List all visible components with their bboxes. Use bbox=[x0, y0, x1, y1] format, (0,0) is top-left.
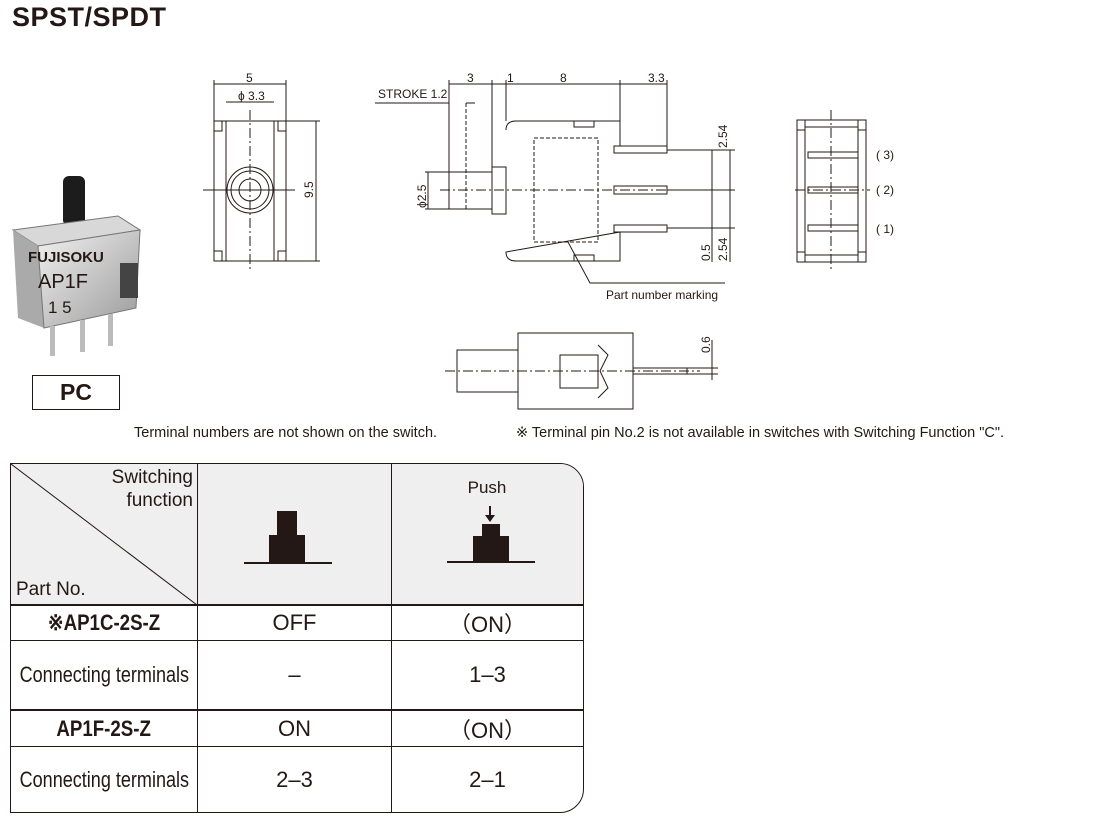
dim-pitch-top: 2.54 bbox=[716, 124, 730, 148]
note-pin2: ※ Terminal pin No.2 is not available in … bbox=[516, 425, 1005, 441]
label-text: Connecting terminals bbox=[19, 662, 189, 687]
photo-code: 1 5 bbox=[48, 298, 72, 317]
state-push: （ON） bbox=[448, 717, 526, 743]
dimension-drawing: 5 ϕ 3.3 9.5 STROKE 1.2 3 1 8 3.3 ϕ2.5 2.… bbox=[203, 71, 894, 410]
label-text: Connecting terminals bbox=[19, 766, 189, 792]
part-number-text: AP1F-2S-Z bbox=[56, 715, 152, 741]
header-part-no: Part No. bbox=[16, 579, 86, 600]
dim-thickness: 0.6 bbox=[699, 336, 713, 353]
terminal-label-1: ( 1) bbox=[876, 222, 894, 236]
part-number-ap1f: AP1F-2S-Z bbox=[11, 711, 197, 746]
state-normal: OFF bbox=[272, 610, 317, 635]
terminal-label-2: ( 2) bbox=[876, 183, 894, 197]
dim-stroke: STROKE 1.2 bbox=[378, 87, 448, 101]
state-normal: ON bbox=[278, 715, 311, 741]
part-number-ap1c: ※AP1C-2S-Z bbox=[11, 606, 197, 640]
dim-plunger-dia: ϕ2.5 bbox=[415, 184, 429, 208]
dim-front-height: 9.5 bbox=[302, 181, 316, 198]
dim-plunger: 3 bbox=[467, 71, 474, 85]
dim-body: 8 bbox=[560, 71, 567, 85]
part-number-marking-label: Part number marking bbox=[606, 288, 718, 302]
front-view bbox=[203, 80, 320, 272]
product-photo: FUJISOKU AP1F 1 5 bbox=[11, 176, 142, 356]
dim-front-diameter: ϕ 3.3 bbox=[238, 89, 265, 103]
end-view bbox=[795, 110, 870, 272]
connecting-terminals-label: Connecting terminals bbox=[11, 747, 197, 812]
page-title: SPST/SPDT bbox=[12, 2, 167, 32]
terminals-push: 1–3 bbox=[469, 662, 506, 687]
switching-function-table: Switching function Part No. Push ※AP1C-2… bbox=[10, 463, 584, 813]
side-view bbox=[375, 80, 735, 284]
push-label: Push bbox=[467, 478, 507, 497]
dim-terminal: 3.3 bbox=[648, 71, 665, 85]
connecting-terminals-label: Connecting terminals bbox=[11, 641, 197, 709]
dim-front-width: 5 bbox=[246, 71, 253, 85]
terminals-normal: – bbox=[288, 662, 301, 687]
header-switching-function: Switching function bbox=[111, 467, 193, 511]
note-terminal-numbers: Terminal numbers are not shown on the sw… bbox=[134, 425, 438, 441]
dim-flange: 1 bbox=[507, 71, 514, 85]
terminal-label-3: ( 3) bbox=[876, 148, 894, 162]
part-number-text: ※AP1C-2S-Z bbox=[47, 610, 161, 635]
plunger-up-icon bbox=[244, 510, 332, 564]
terminals-push: 2–1 bbox=[469, 766, 506, 792]
photo-model: AP1F bbox=[38, 271, 88, 293]
mount-type-label: PC bbox=[32, 375, 120, 410]
dim-offset: 0.5 bbox=[699, 244, 713, 261]
header-push-state: Push bbox=[391, 464, 583, 605]
terminals-normal: 2–3 bbox=[276, 766, 313, 792]
header-normal-state bbox=[197, 464, 391, 605]
header-corner: Switching function Part No. bbox=[11, 464, 197, 605]
plunger-pushed-icon bbox=[447, 506, 535, 563]
photo-brand: FUJISOKU bbox=[28, 249, 104, 266]
dim-pitch-bottom: 2.54 bbox=[716, 237, 730, 261]
state-push: （ON） bbox=[448, 612, 526, 637]
bottom-view bbox=[445, 332, 718, 410]
